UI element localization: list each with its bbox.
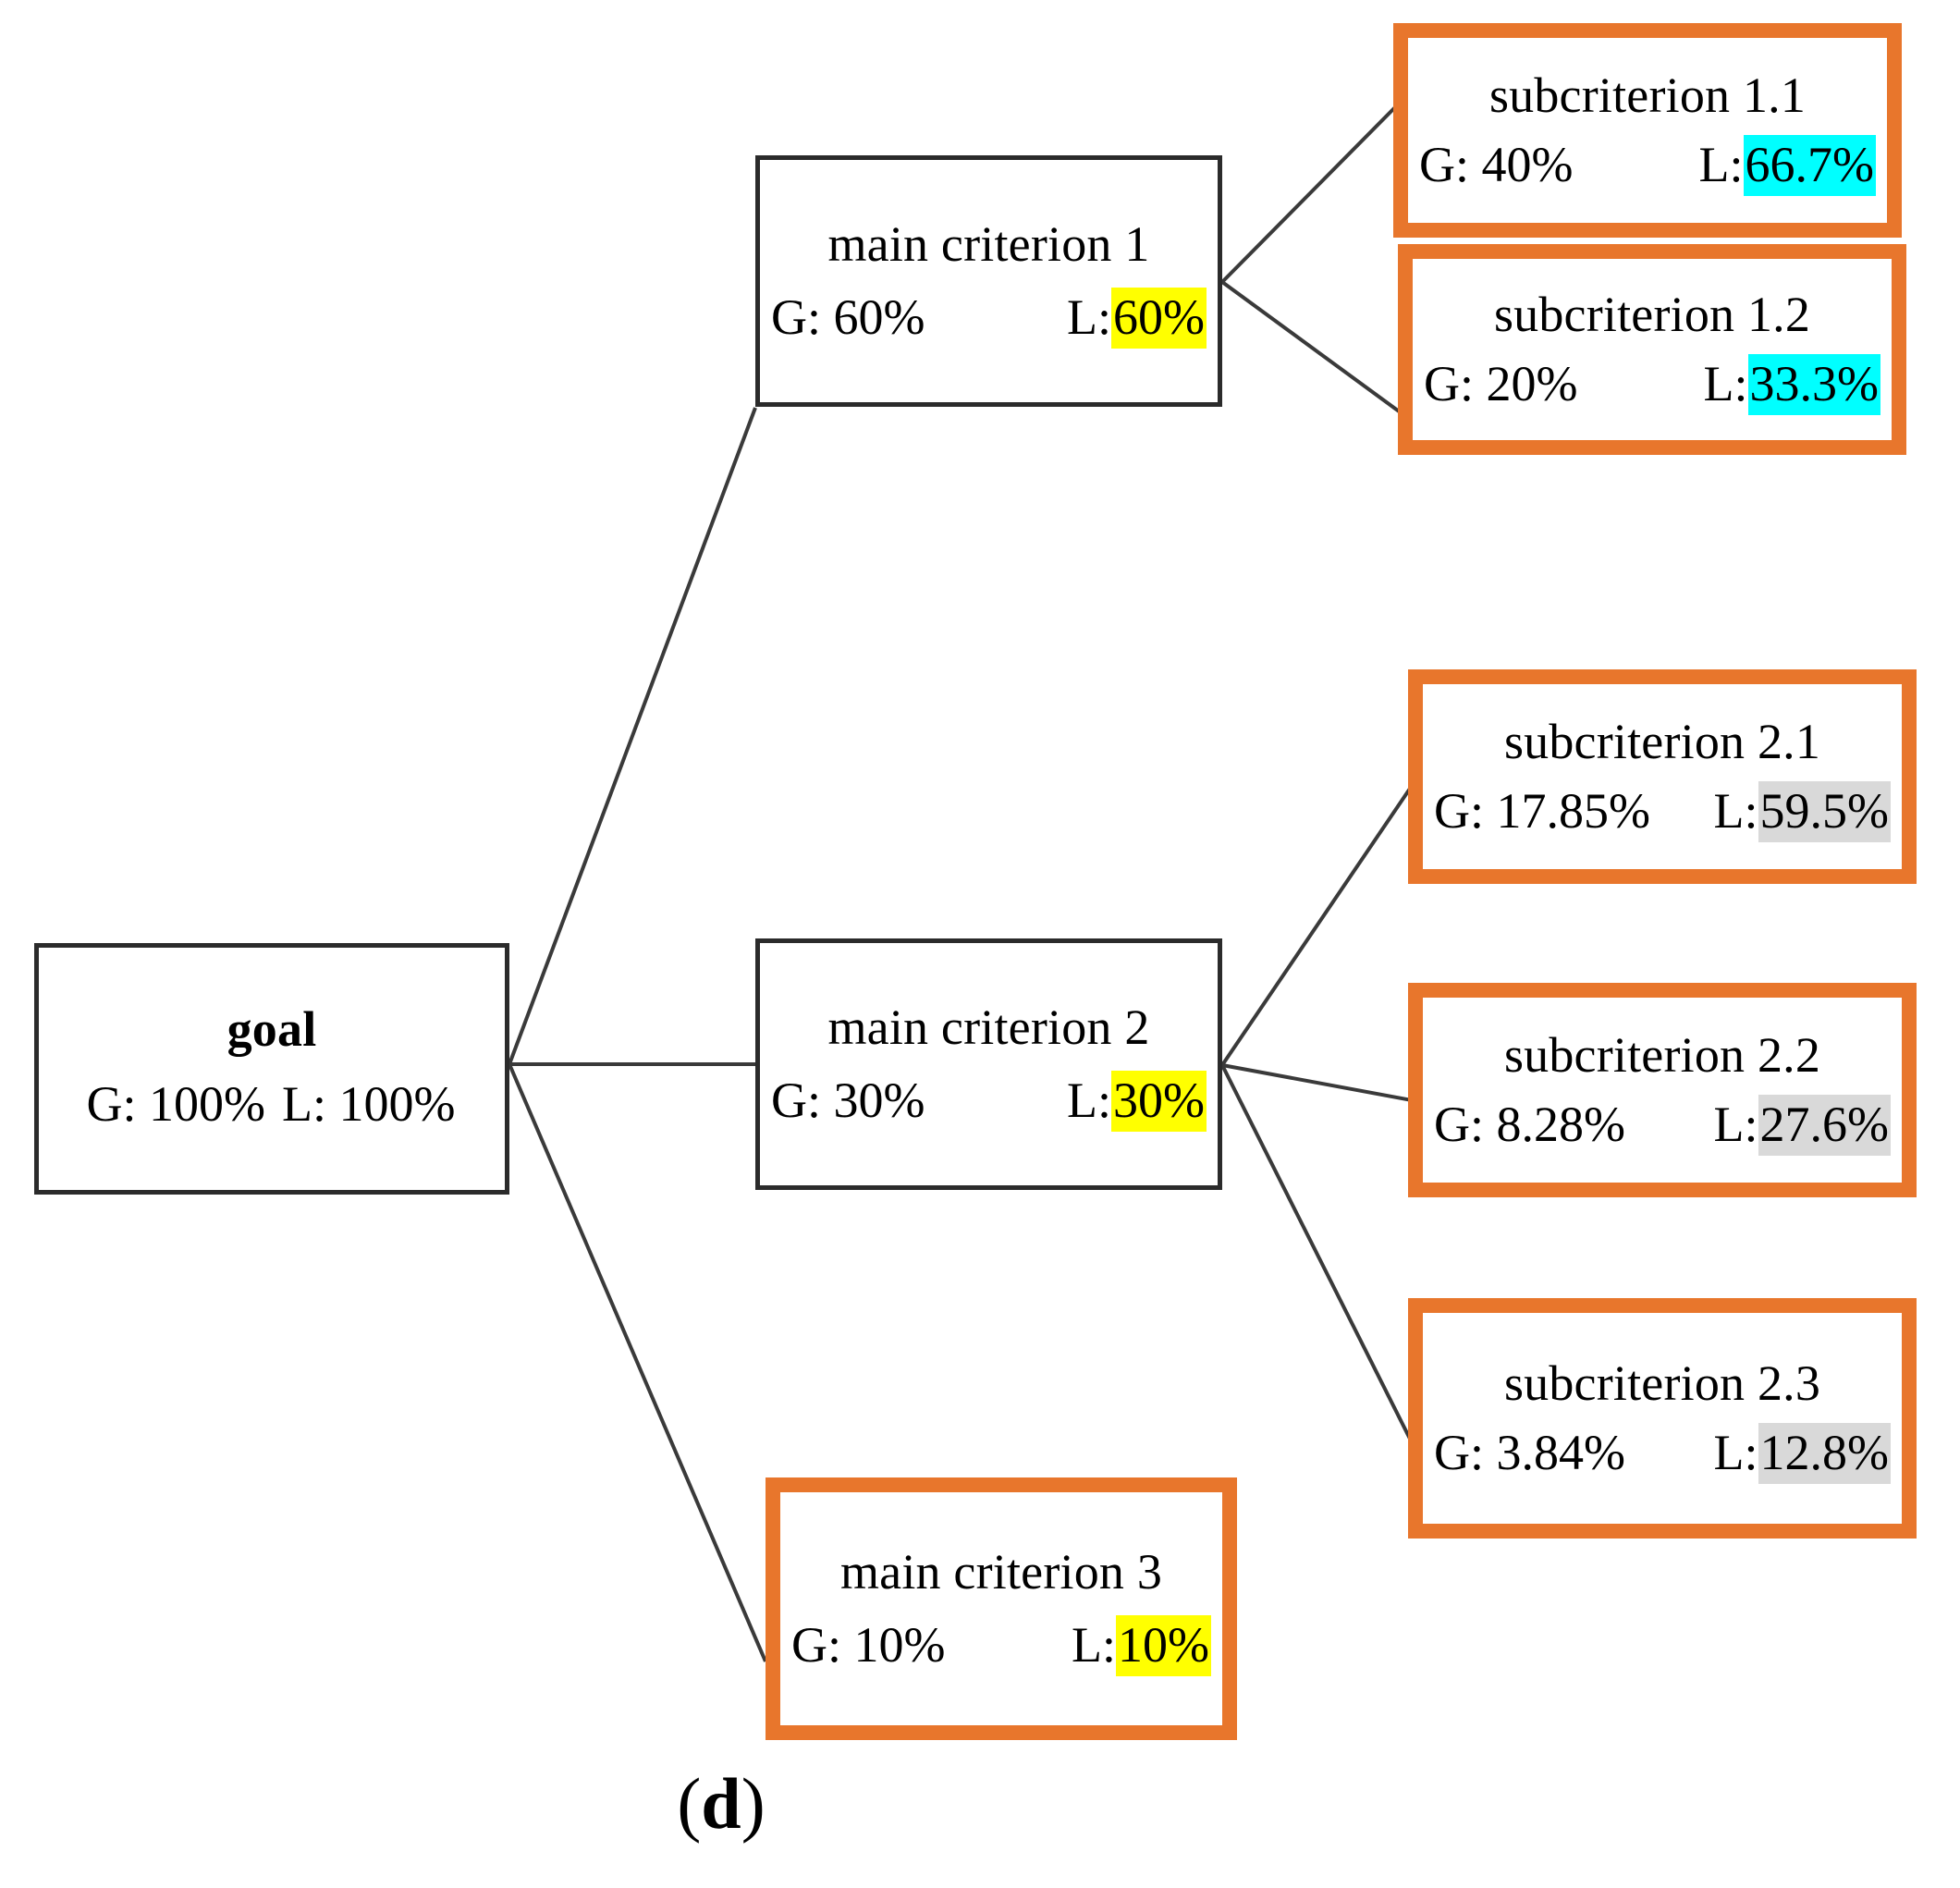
node-main-criterion-3-local-prefix: L: — [1072, 1617, 1117, 1673]
node-subcriterion-1-1-local-weight: L:66.7% — [1698, 135, 1876, 196]
node-main-criterion-3-local-value: 10% — [1116, 1615, 1211, 1676]
edge-goal-to-main-criterion-1 — [508, 407, 757, 1065]
node-subcriterion-2-3-local-value: 12.8% — [1758, 1423, 1891, 1484]
node-main-criterion-1-local-prefix: L: — [1067, 289, 1112, 345]
node-subcriterion-2-2-local-prefix: L: — [1713, 1097, 1758, 1152]
node-goal-global-weight: G: 100% — [86, 1076, 265, 1132]
node-subcriterion-1-2-global-weight: G: 20% — [1424, 356, 1578, 411]
node-subcriterion-2-1[interactable]: subcriterion 2.1 G: 17.85% L:59.5% — [1408, 669, 1917, 884]
node-main-criterion-2[interactable]: main criterion 2 G: 30% L:30% — [755, 938, 1222, 1190]
edge-main-criterion-1-to-subcriterion-1-1 — [1220, 103, 1400, 284]
edge-goal-to-main-criterion-3 — [508, 1063, 767, 1662]
node-main-criterion-1-global-weight: G: 60% — [771, 289, 925, 345]
node-subcriterion-2-3-local-weight: L:12.8% — [1713, 1423, 1891, 1484]
node-goal-title: goal — [227, 1001, 317, 1058]
node-subcriterion-1-2-local-value: 33.3% — [1747, 354, 1880, 415]
node-subcriterion-1-1-local-value: 66.7% — [1743, 135, 1876, 196]
figure-caption: (d) — [0, 1768, 1442, 1840]
node-subcriterion-2-2-global-weight: G: 8.28% — [1434, 1097, 1625, 1152]
node-subcriterion-1-2-metrics: G: 20% L:33.3% — [1413, 354, 1892, 415]
node-subcriterion-1-1-title: subcriterion 1.1 — [1488, 67, 1807, 124]
node-main-criterion-2-local-weight: L:30% — [1067, 1071, 1207, 1132]
edge-main-criterion-2-to-subcriterion-2-2 — [1221, 1063, 1413, 1102]
node-main-criterion-2-local-value: 30% — [1111, 1071, 1207, 1132]
node-goal-local-weight: L: 100% — [282, 1076, 456, 1132]
node-subcriterion-2-1-local-prefix: L: — [1713, 783, 1758, 839]
node-subcriterion-2-1-local-value: 59.5% — [1758, 781, 1891, 842]
node-main-criterion-1-local-weight: L:60% — [1067, 288, 1207, 349]
node-subcriterion-2-1-local-weight: L:59.5% — [1713, 781, 1891, 842]
node-subcriterion-2-3-global-weight: G: 3.84% — [1434, 1425, 1625, 1480]
node-main-criterion-1-metrics: G: 60% L:60% — [760, 288, 1218, 349]
caption-close-paren: ) — [741, 1763, 766, 1844]
node-main-criterion-1[interactable]: main criterion 1 G: 60% L:60% — [755, 155, 1222, 407]
node-subcriterion-2-3-title: subcriterion 2.3 — [1503, 1355, 1821, 1412]
caption-letter: d — [701, 1763, 741, 1844]
node-subcriterion-1-1-local-prefix: L: — [1698, 137, 1744, 192]
node-subcriterion-2-3[interactable]: subcriterion 2.3 G: 3.84% L:12.8% — [1408, 1298, 1917, 1539]
node-subcriterion-2-2-local-value: 27.6% — [1758, 1095, 1891, 1156]
node-subcriterion-2-2[interactable]: subcriterion 2.2 G: 8.28% L:27.6% — [1408, 983, 1917, 1197]
node-main-criterion-3[interactable]: main criterion 3 G: 10% L:10% — [766, 1477, 1237, 1740]
node-subcriterion-1-2-local-prefix: L: — [1703, 356, 1748, 411]
node-main-criterion-2-global-weight: G: 30% — [771, 1073, 925, 1128]
edge-main-criterion-2-to-subcriterion-2-3 — [1220, 1064, 1414, 1443]
node-main-criterion-1-local-value: 60% — [1111, 288, 1207, 349]
node-subcriterion-1-2-local-weight: L:33.3% — [1703, 354, 1880, 415]
node-subcriterion-2-3-metrics: G: 3.84% L:12.8% — [1423, 1423, 1902, 1484]
edge-main-criterion-1-to-subcriterion-1-2 — [1220, 280, 1403, 415]
node-main-criterion-3-global-weight: G: 10% — [791, 1617, 946, 1673]
node-goal-metrics: G: 100% L: 100% — [39, 1076, 505, 1134]
node-subcriterion-1-1-global-weight: G: 40% — [1419, 137, 1574, 192]
node-subcriterion-1-1[interactable]: subcriterion 1.1 G: 40% L:66.7% — [1393, 23, 1902, 238]
node-main-criterion-3-title: main criterion 3 — [839, 1544, 1163, 1600]
node-subcriterion-2-1-metrics: G: 17.85% L:59.5% — [1423, 781, 1902, 842]
node-subcriterion-1-1-metrics: G: 40% L:66.7% — [1408, 135, 1887, 196]
edge-main-criterion-2-to-subcriterion-2-1 — [1220, 784, 1414, 1067]
node-goal[interactable]: goal G: 100% L: 100% — [34, 943, 509, 1195]
node-main-criterion-2-metrics: G: 30% L:30% — [760, 1071, 1218, 1132]
node-subcriterion-2-3-local-prefix: L: — [1713, 1425, 1758, 1480]
node-subcriterion-2-2-metrics: G: 8.28% L:27.6% — [1423, 1095, 1902, 1156]
node-main-criterion-2-title: main criterion 2 — [827, 999, 1150, 1056]
node-subcriterion-2-1-title: subcriterion 2.1 — [1503, 714, 1821, 770]
node-subcriterion-2-1-global-weight: G: 17.85% — [1434, 783, 1650, 839]
node-main-criterion-2-local-prefix: L: — [1067, 1073, 1112, 1128]
node-subcriterion-2-2-local-weight: L:27.6% — [1713, 1095, 1891, 1156]
node-subcriterion-2-2-title: subcriterion 2.2 — [1503, 1027, 1821, 1084]
node-subcriterion-1-2-title: subcriterion 1.2 — [1493, 287, 1811, 343]
caption-open-paren: ( — [677, 1763, 702, 1844]
node-main-criterion-3-metrics: G: 10% L:10% — [780, 1615, 1222, 1676]
node-main-criterion-3-local-weight: L:10% — [1072, 1615, 1211, 1676]
node-subcriterion-1-2[interactable]: subcriterion 1.2 G: 20% L:33.3% — [1398, 244, 1906, 455]
node-main-criterion-1-title: main criterion 1 — [827, 216, 1150, 273]
